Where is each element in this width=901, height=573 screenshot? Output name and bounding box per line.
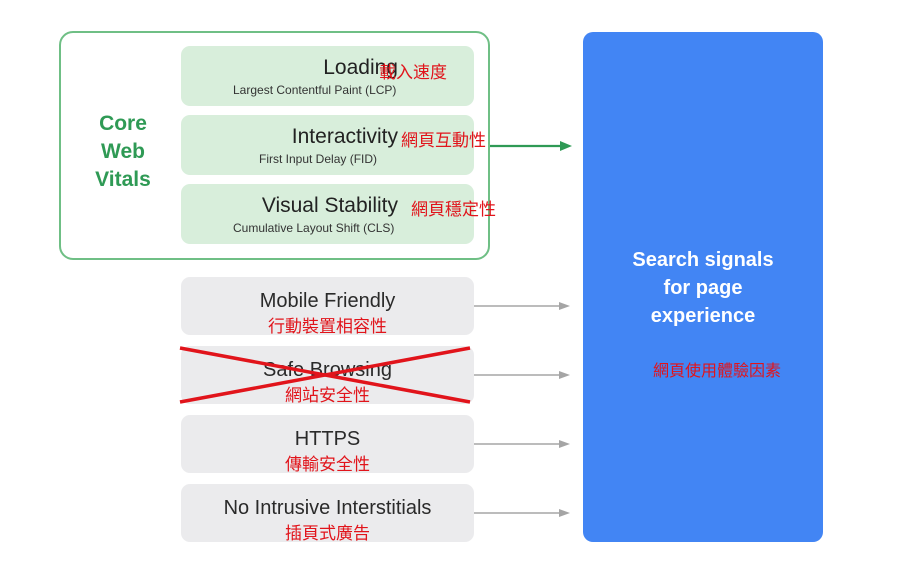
signal-arrow	[474, 302, 570, 310]
signal-zh-annotation: 傳輸安全性	[285, 455, 370, 475]
signal-arrow	[474, 440, 570, 448]
signal-zh-annotation: 網站安全性	[285, 386, 370, 406]
panel-title-line: experience	[650, 305, 756, 327]
panel-title-line: for page	[663, 277, 743, 299]
signal-zh-annotation: 行動裝置相容性	[268, 317, 387, 337]
cwv-label-line: Vitals	[95, 168, 151, 191]
metric-subtitle: Largest Contentful Paint (LCP)	[233, 83, 397, 97]
page-experience-title: Search signals for page experience	[583, 246, 823, 330]
metric-subtitle: First Input Delay (FID)	[259, 152, 378, 166]
metric-zh-annotation: 載入速度	[379, 63, 447, 83]
signal-title: No Intrusive Interstitials	[223, 497, 432, 519]
metric-title: Visual Stability	[261, 194, 398, 217]
strike-through-x	[179, 346, 471, 404]
signal-box-no-intrusive-interstitials: No Intrusive Interstitials 插頁式廣告	[181, 484, 474, 544]
signal-zh-annotation: 插頁式廣告	[285, 524, 370, 544]
cwv-label-line: Web	[101, 140, 145, 163]
signal-arrow	[474, 371, 570, 379]
metric-box-loading: Loading Largest Contentful Paint (LCP) 載…	[181, 46, 474, 106]
metric-title: Loading	[323, 56, 398, 79]
signal-title: Mobile Friendly	[259, 290, 396, 312]
cwv-arrow	[490, 141, 572, 151]
signal-box-https: HTTPS 傳輸安全性	[181, 415, 474, 475]
core-web-vitals-label: Core Web Vitals	[78, 110, 168, 194]
page-experience-panel	[583, 32, 823, 542]
cwv-label-line: Core	[99, 112, 147, 135]
metric-box-interactivity: Interactivity First Input Delay (FID) 網頁…	[181, 115, 486, 175]
panel-title-line: Search signals	[632, 249, 774, 271]
metric-zh-annotation: 網頁互動性	[401, 131, 486, 151]
panel-zh-annotation: 網頁使用體驗因素	[653, 361, 782, 380]
core-web-vitals-frame	[59, 31, 490, 260]
metric-subtitle: Cumulative Layout Shift (CLS)	[233, 221, 395, 235]
metric-title: Interactivity	[291, 125, 398, 148]
signal-title: Safe Browsing	[263, 359, 392, 381]
signal-box-mobile-friendly: Mobile Friendly 行動裝置相容性	[181, 277, 474, 337]
signal-title: HTTPS	[294, 428, 361, 450]
metric-box-visual-stability: Visual Stability Cumulative Layout Shift…	[181, 184, 496, 244]
signal-arrow	[474, 509, 570, 517]
metric-zh-annotation: 網頁穩定性	[411, 200, 496, 220]
